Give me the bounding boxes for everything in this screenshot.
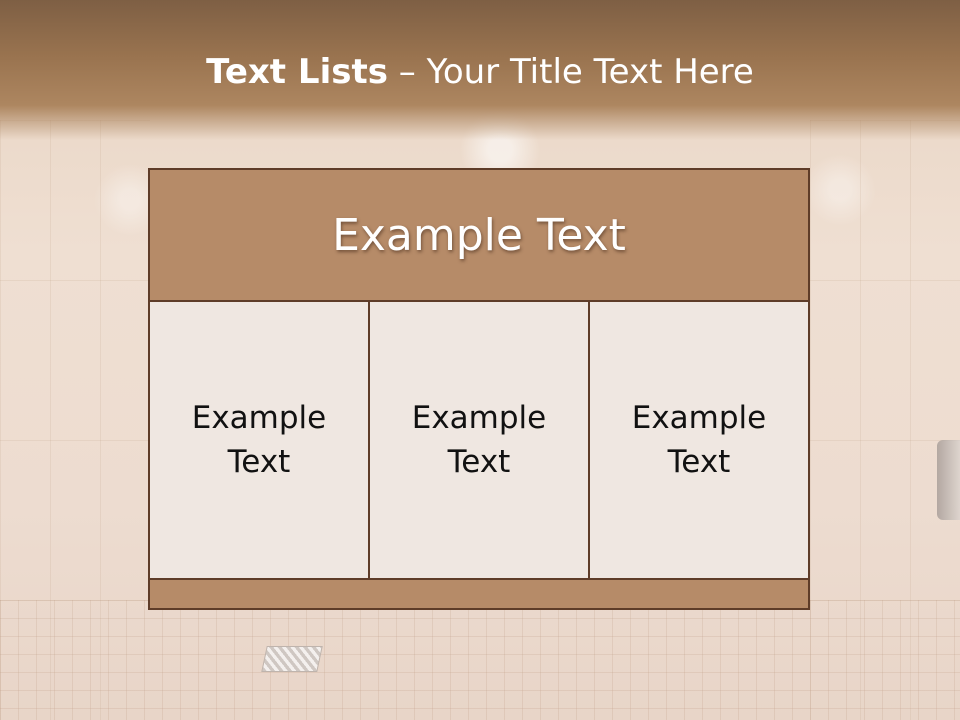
diagram-cell-1[interactable]: Example Text [150,302,368,578]
title-band [0,0,960,140]
diagram-cell-1-line1: Example [191,400,327,436]
slide-title: Text Lists – Your Title Text Here [0,52,960,92]
background-floor [0,600,960,720]
diagram-header[interactable]: Example Text [150,170,808,302]
slide-title-bold: Text Lists [206,52,388,92]
slide-title-rest: – Your Title Text Here [387,52,754,92]
diagram-cell-1-line2: Text [227,444,291,480]
background-wall-right [810,120,960,720]
diagram-cell-3-line2: Text [667,444,731,480]
diagram-cell-2-line2: Text [447,444,511,480]
diagram-cells: Example Text Example Text Example Text [150,302,808,580]
background-wall-left [0,120,150,720]
diagram-footer-bar [150,580,808,608]
floor-drain-icon [261,646,323,672]
text-list-diagram: Example Text Example Text Example Text E… [148,168,810,610]
wall-fixture-icon [937,440,960,520]
diagram-cell-2[interactable]: Example Text [368,302,588,578]
diagram-header-text: Example Text [332,209,626,261]
diagram-cell-3[interactable]: Example Text [588,302,808,578]
diagram-cell-3-line1: Example [631,400,767,436]
diagram-cell-2-line1: Example [411,400,547,436]
